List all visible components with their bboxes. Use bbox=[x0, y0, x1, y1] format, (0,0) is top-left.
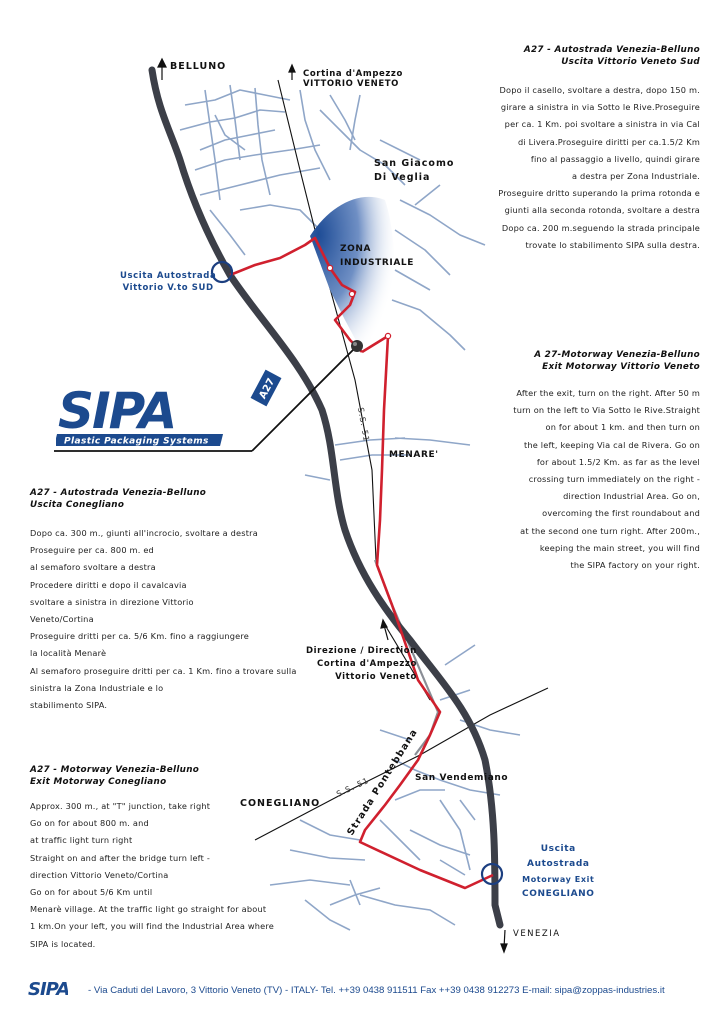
ss51-label-south: S.S. 51 bbox=[335, 776, 370, 799]
direction-line: Dopo ca. 200 m.seguendo la strada princi… bbox=[501, 222, 700, 233]
menare-label: MENARE' bbox=[389, 450, 439, 460]
direction-line: direction Vittorio Veneto/Cortina bbox=[30, 869, 169, 880]
route-path bbox=[229, 236, 494, 890]
industrial-zone-area bbox=[310, 196, 395, 348]
san-giacomo-label: San Giacomo Di Veglia bbox=[374, 158, 455, 183]
venezia-label: VENEZIA bbox=[513, 929, 561, 939]
direction-line: al semaforo svoltare a destra bbox=[30, 562, 156, 573]
street-network-menare bbox=[304, 437, 471, 481]
direction-line: crossing turn immediately on the right - bbox=[528, 474, 700, 485]
direction-line: Go on for about 800 m. and bbox=[30, 818, 149, 829]
sipa-logo-tagline: Plastic Packaging Systems bbox=[64, 437, 209, 447]
direction-line: keeping the main street, you will find bbox=[539, 542, 700, 553]
direction-line: girare a sinistra in via Sotto le Rive.P… bbox=[500, 102, 700, 113]
street-network-south bbox=[269, 644, 521, 931]
direction-line: at traffic light turn right bbox=[30, 835, 133, 846]
direction-line: giunti alla seconda rotonda, svoltare a … bbox=[504, 205, 700, 216]
sipa-logo-wordmark: SIPA bbox=[58, 386, 175, 440]
a27-shield: A27 bbox=[250, 369, 282, 407]
direction-line: SIPA is located. bbox=[30, 938, 96, 949]
direction-line: sinistra la Zona Industriale e lo bbox=[30, 682, 164, 693]
direction-line: direction Industrial Area. Go on, bbox=[563, 491, 700, 502]
street-network-north bbox=[179, 84, 486, 351]
directions-en-conegliano-title: A27 - Motorway Venezia-Belluno Exit Moto… bbox=[30, 765, 200, 787]
sipa-pointer-line bbox=[251, 345, 358, 452]
direction-line: After the exit, turn on the right. After… bbox=[516, 388, 700, 398]
direction-line: trovate lo stabilimento SIPA sulla destr… bbox=[525, 239, 700, 250]
directions-it-vittorio-veneto-title: A27 - Autostrada Venezia-Belluno Uscita … bbox=[523, 45, 700, 67]
san-vendemiano-label: San Vendemiano bbox=[415, 773, 509, 783]
direction-line: Menarè village. At the traffic light go … bbox=[30, 904, 267, 915]
direction-line: Proseguire dritti per ca. 5/6 Km. fino a… bbox=[30, 631, 250, 642]
directions-en-conegliano: A27 - Motorway Venezia-Belluno Exit Moto… bbox=[30, 764, 274, 953]
direction-line: Approx. 300 m., at "T" junction, take ri… bbox=[30, 801, 211, 811]
direction-line: for about 1.5/2 Km. as far as the level bbox=[536, 456, 700, 467]
uscita-conegliano-label: Uscita Autostrada Motorway Exit CONEGLIA… bbox=[522, 844, 595, 899]
direction-line: at the second one turn right. After 200m… bbox=[520, 525, 700, 536]
conegliano-label: CONEGLIANO bbox=[240, 798, 321, 809]
direction-line: svoltare a sinistra in direzione Vittori… bbox=[30, 596, 194, 607]
belluno-label: BELLUNO bbox=[170, 61, 227, 72]
direction-line: a destra per Zona Industriale. bbox=[572, 171, 700, 182]
sipa-location-pin bbox=[351, 340, 363, 352]
direction-line: Procedere diritti e dopo il cavalcavia bbox=[30, 579, 187, 590]
direction-line: Go on for about 5/6 Km until bbox=[30, 887, 153, 898]
directions-it-vittorio-veneto: A27 - Autostrada Venezia-Belluno Uscita … bbox=[498, 44, 700, 254]
directions-it-conegliano: A27 - Autostrada Venezia-Belluno Uscita … bbox=[30, 487, 297, 714]
cortina-label: Cortina d'Ampezzo VITTORIO VENETO bbox=[303, 69, 403, 89]
direction-line: Al semaforo proseguire dritti per ca. 1 … bbox=[30, 665, 297, 676]
direction-line: Dopo ca. 300 m., giunti all'incrocio, sv… bbox=[30, 528, 258, 538]
ss51-label-north: S.S. 51 bbox=[356, 407, 371, 443]
zona-industriale-label: ZONA INDUSTRIALE bbox=[340, 244, 415, 268]
direction-line: Proseguire per ca. 800 m. ed bbox=[30, 545, 154, 556]
svg-text:SIPA: SIPA bbox=[28, 979, 68, 998]
direction-line: Dopo il casello, svoltare a destra, dopo… bbox=[499, 85, 700, 95]
sipa-logo-bar bbox=[56, 434, 224, 446]
direction-line: the SIPA factory on your right. bbox=[570, 560, 700, 571]
direction-line: di Livera.Proseguire diritti per ca.1.5/… bbox=[517, 136, 700, 147]
direction-line: Straight on and after the bridge turn le… bbox=[30, 852, 210, 863]
direction-line: fino al passaggio a livello, quindi gira… bbox=[530, 153, 700, 164]
direction-line: la località Menarè bbox=[30, 648, 107, 659]
direction-line: Veneto/Cortina bbox=[30, 614, 94, 625]
direction-line: on for about 1 km. and then turn on bbox=[545, 422, 700, 433]
direction-line: the left, keeping Via cal de Rivera. Go … bbox=[523, 439, 700, 450]
sipa-footer-logo: SIPA bbox=[28, 979, 68, 998]
exit-vittorio-veneto-sud-marker bbox=[210, 260, 234, 284]
direction-line: turn on the left to Via Sotto le Rive.St… bbox=[513, 405, 700, 416]
direction-line: Proseguire dritto superando la prima rot… bbox=[498, 188, 700, 199]
sipa-logo: SIPA Plastic Packaging Systems bbox=[56, 386, 224, 447]
direzione-label: Direzione / Direction Cortina d'Ampezzo … bbox=[306, 646, 417, 682]
uscita-vittorio-veneto-label: Uscita Autostrada Vittorio V.to SUD bbox=[120, 271, 217, 293]
direction-line: overcoming the first roundabout and bbox=[542, 508, 700, 519]
direction-line: 1 km.On your left, you will find the Ind… bbox=[30, 921, 274, 932]
exit-conegliano-marker bbox=[480, 862, 504, 886]
direction-line: per ca. 1 Km. poi svoltare a sinistra in… bbox=[504, 119, 700, 130]
footer-contact: - Via Caduti del Lavoro, 3 Vittorio Vene… bbox=[88, 985, 665, 996]
direction-arrows bbox=[157, 57, 508, 954]
route-waypoints bbox=[326, 264, 392, 340]
directions-en-vittorio-veneto: A 27-Motorway Venezia-Belluno Exit Motor… bbox=[513, 349, 700, 574]
direction-line: stabilimento SIPA. bbox=[30, 700, 108, 711]
a27-motorway bbox=[148, 66, 504, 929]
directions-it-conegliano-title: A27 - Autostrada Venezia-Belluno Uscita … bbox=[30, 488, 207, 510]
directions-en-vittorio-veneto-title: A 27-Motorway Venezia-Belluno Exit Motor… bbox=[534, 350, 700, 372]
